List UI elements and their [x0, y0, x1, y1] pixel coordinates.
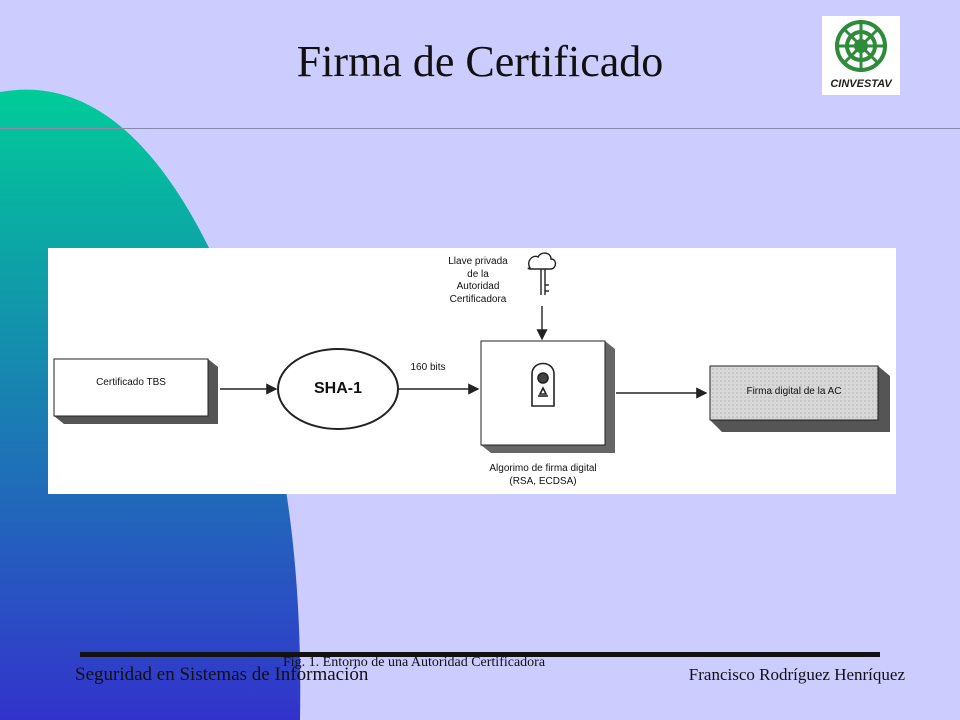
key-label: Llave privada de la Autoridad Certificad… — [448, 256, 508, 305]
signature-diagram: Llave privada de la Autoridad Certificad… — [48, 248, 896, 494]
footer-author: Francisco Rodríguez Henríquez — [688, 665, 905, 684]
cinvestav-logo: CINVESTAV — [822, 16, 900, 95]
footer-course-title: Seguridad en Sistemas de Información — [75, 664, 369, 685]
figure-caption: Fig. 1. Entorno de una Autoridad Certifi… — [283, 655, 546, 670]
sha1-label: SHA-1 — [313, 380, 362, 397]
algorithm-label: Algorimo de firma digital (RSA, ECDSA) — [489, 463, 597, 487]
output-label: Firma digital de la AC — [746, 386, 842, 397]
output-box — [709, 365, 890, 432]
cinvestav-seal-icon — [835, 20, 887, 72]
title-divider — [0, 128, 960, 129]
slide-title: Firma de Certificado — [296, 37, 664, 86]
tbs-box — [53, 358, 218, 424]
key-icon — [527, 252, 557, 295]
tbs-label: Certificado TBS — [96, 377, 166, 388]
logo-text: CINVESTAV — [830, 78, 892, 90]
bits-label: 160 bits — [410, 362, 446, 373]
footer-divider — [80, 652, 880, 657]
sha1-ellipse — [277, 348, 399, 430]
lock-icon — [531, 362, 555, 407]
